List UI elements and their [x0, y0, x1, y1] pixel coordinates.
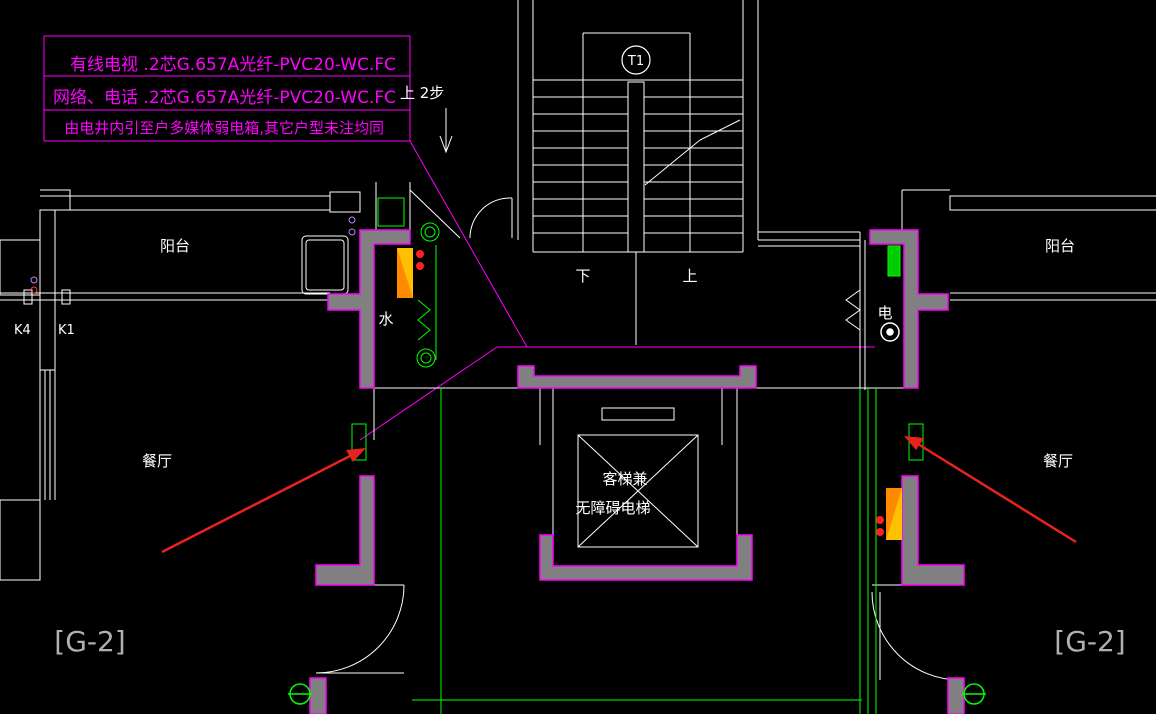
dining-left-label: 餐厅 [142, 452, 172, 470]
switch-label-k1: K1 [58, 323, 75, 338]
stair-steps-label: 上 2步 [400, 84, 444, 102]
down-arrow-icon [439, 108, 453, 154]
weak-current-box-icon [397, 248, 424, 298]
switch-icon [23, 216, 356, 305]
switch-label-k4: K4 [14, 323, 31, 338]
red-arrow-icon [904, 436, 1077, 544]
structural-walls [309, 229, 965, 714]
fire-hydrant-icon [288, 683, 312, 705]
cable-notes-box [43, 35, 875, 441]
stair-down-label: 下 [575, 267, 590, 285]
note-line-1: 有线电视 .2芯G.657A光纤-PVC20-WC.FC [70, 55, 396, 75]
stair-tag: T1 [621, 45, 651, 75]
fire-hydrant-icon [962, 683, 986, 705]
balcony-left-label: 阳台 [160, 237, 190, 255]
stair-tag-text: T1 [627, 54, 644, 69]
stair-up-label: 上 [682, 267, 697, 285]
electric-shaft-label: 电 [877, 304, 892, 322]
break-symbol [845, 289, 861, 331]
dining-right-label: 餐厅 [1043, 452, 1073, 470]
note-line-3: 由电井内引至户多媒体弱电箱,其它户型未注均同 [64, 119, 384, 137]
weak-current-box-icon [876, 488, 902, 540]
red-arrow-icon [161, 448, 366, 554]
elevator-label-2: 无障碍电梯 [575, 499, 650, 517]
note-line-2: 网络、电话 .2芯G.657A光纤-PVC20-WC.FC [53, 88, 396, 108]
meter-icon [880, 322, 900, 342]
water-shaft-label: 水 [378, 310, 393, 328]
wall-lines [0, 0, 1156, 681]
conduit-lines [351, 197, 924, 714]
unit-tag-left: [G-2] [54, 625, 125, 658]
balcony-right-label: 阳台 [1045, 237, 1075, 255]
unit-tag-right: [G-2] [1054, 625, 1125, 658]
elevator-label-1: 客梯兼 [602, 470, 647, 488]
